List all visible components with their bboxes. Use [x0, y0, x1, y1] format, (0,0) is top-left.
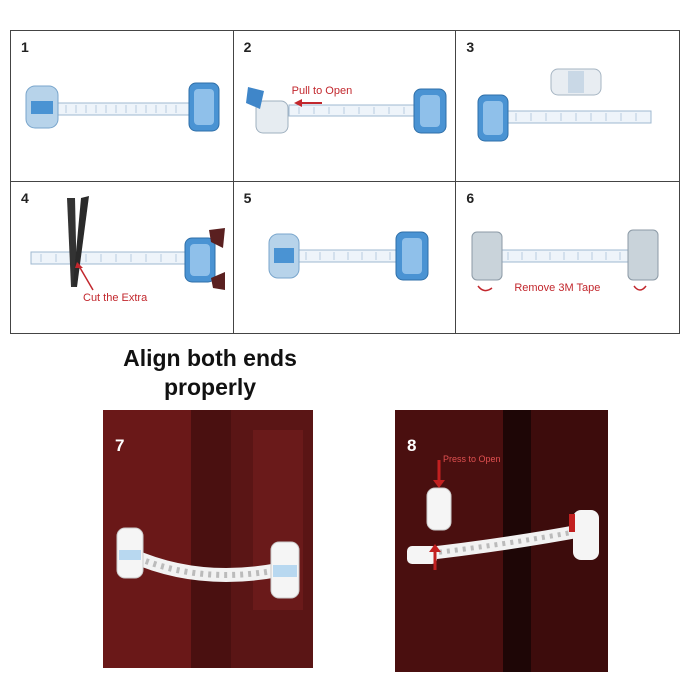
- step-3-panel: 3: [456, 31, 679, 182]
- scissors-icon: [67, 196, 89, 287]
- align-headline: Align both ends properly: [123, 345, 297, 400]
- door-photo: [103, 410, 313, 668]
- step-number: 3: [466, 39, 475, 55]
- photo-8: 8 Press to Open: [395, 410, 608, 672]
- remove-3m-tape-caption: Remove 3M Tape: [514, 282, 601, 294]
- lock-illustration: [245, 87, 447, 134]
- instruction-grid: 1 2 Pull to Open: [10, 30, 680, 334]
- step-5-panel: 5: [234, 182, 457, 333]
- pull-to-open-caption: Pull to Open: [291, 85, 353, 97]
- step-2-panel: 2 Pull to Open: [233, 31, 457, 182]
- step-1-panel: 1: [11, 31, 234, 182]
- lock-illustration: [477, 68, 652, 142]
- arrow-icon: [293, 99, 322, 107]
- step-number: 6: [466, 190, 475, 206]
- lock-illustration: [30, 196, 225, 291]
- step-6-panel: 6 Remove 3M Tape: [456, 182, 679, 333]
- step-number: 2: [243, 39, 252, 55]
- arrow-icon: [429, 460, 445, 570]
- step-4-panel: 4 Cut the Extra: [11, 182, 234, 333]
- photo-number: 7: [115, 436, 125, 455]
- cut-the-extra-caption: Cut the Extra: [83, 292, 148, 304]
- step-number: 1: [21, 39, 29, 55]
- lock-illustration: [268, 231, 429, 281]
- door-photo: [395, 410, 608, 672]
- photo-7: 7: [103, 410, 313, 668]
- press-to-open-caption: Press to Open: [443, 454, 501, 464]
- lock-illustration: [471, 229, 659, 292]
- lock-illustration: [25, 82, 220, 132]
- step-number: 4: [21, 190, 29, 206]
- photo-number: 8: [407, 436, 417, 455]
- step-number: 5: [243, 190, 252, 206]
